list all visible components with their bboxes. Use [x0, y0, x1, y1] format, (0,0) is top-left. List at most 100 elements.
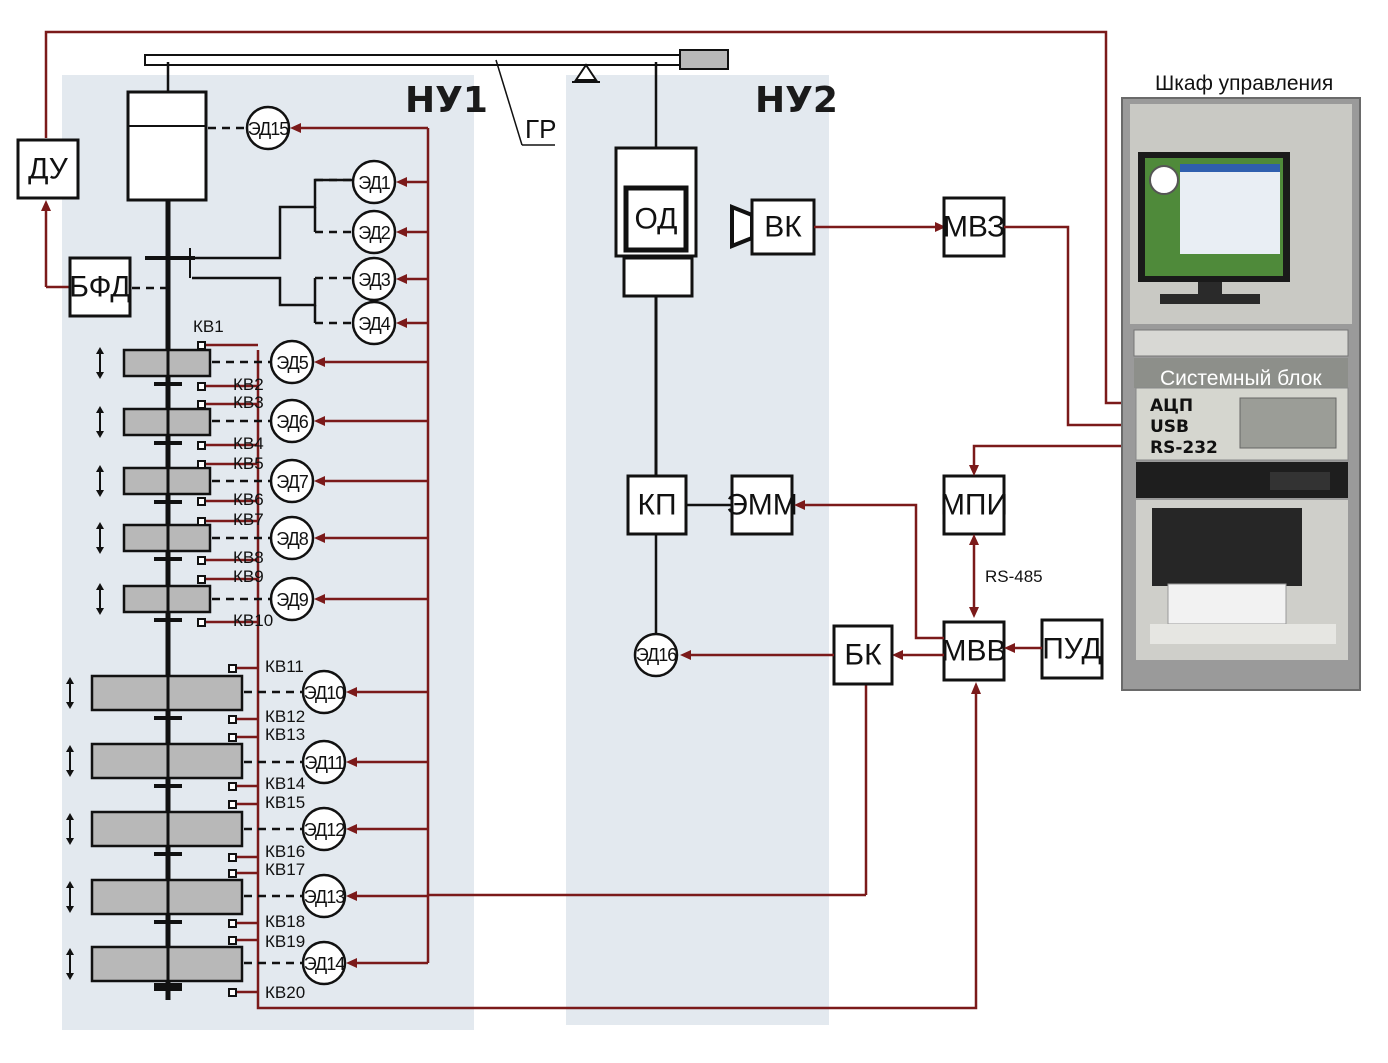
kv13-label: КВ13: [265, 725, 305, 744]
zone-nu1-label: НУ1: [405, 80, 488, 121]
wire-cabinet-to-mpi: [972, 444, 1136, 470]
ed14-label: ЭД14: [304, 954, 346, 974]
ed4-motor: [351, 300, 397, 346]
ed8-label: ЭД8: [276, 529, 309, 549]
ed10-motor: [301, 669, 347, 715]
wire-du-to-cabinet: [44, 30, 1133, 405]
ed16-label: ЭД16: [636, 645, 678, 665]
kv13-switch: [228, 733, 237, 742]
mpi-block: [942, 474, 1006, 536]
ed9-label: ЭД9: [276, 590, 309, 610]
ed6-motor: [269, 398, 315, 444]
kv3-switch: [197, 400, 206, 409]
kv14-switch: [228, 782, 237, 791]
rs485-label: RS-485: [985, 567, 1043, 586]
ed2-label: ЭД2: [358, 223, 391, 243]
ed1-motor: [351, 159, 397, 205]
du-label: ДУ: [28, 153, 69, 186]
main-rod: [144, 49, 729, 146]
ed1-label: ЭД1: [358, 173, 391, 193]
port-usb: USB: [1150, 417, 1189, 437]
kv14-label: КВ14: [265, 774, 305, 793]
ed13-motor: [301, 873, 347, 919]
ed7-label: ЭД7: [276, 472, 309, 492]
kv15-label: КВ15: [265, 793, 305, 812]
ed3-motor: [351, 256, 397, 302]
kv3-label: КВ3: [233, 393, 264, 412]
zone-nu2-label: НУ2: [755, 80, 838, 121]
ed5-motor: [269, 339, 315, 385]
kv16-switch: [228, 853, 237, 862]
kv18-label: КВ18: [265, 912, 305, 931]
cabinet-title: Шкаф управления: [1155, 72, 1333, 95]
kv6-switch: [197, 497, 206, 506]
od-block: [623, 185, 689, 253]
kv19-switch: [228, 936, 237, 945]
bfd-label: БФД: [69, 271, 130, 304]
kv19-label: КВ19: [265, 932, 305, 951]
kv2-switch: [197, 382, 206, 391]
kp-label: КП: [637, 489, 676, 522]
wire-kv-to-mvv: [256, 350, 978, 1010]
ed11-motor: [301, 739, 347, 785]
kv12-label: КВ12: [265, 707, 305, 726]
mvv-block: [942, 620, 1006, 682]
ed15-motor: [245, 105, 291, 151]
kv18-switch: [228, 919, 237, 928]
wire-mvv-to-emm: [800, 503, 944, 640]
bk-label: БК: [844, 639, 882, 672]
od-label: ОД: [635, 203, 678, 236]
ed16-motor: [633, 632, 679, 678]
camera-lens-icon: [730, 204, 754, 249]
ed8-motor: [269, 515, 315, 561]
vk-block: [750, 198, 816, 256]
control-cabinet: Шкаф управления Системный блок АЦП USB R…: [1121, 72, 1361, 691]
ed13-label: ЭД13: [304, 887, 346, 907]
kv11-label: КВ11: [265, 657, 304, 676]
kv16-label: КВ16: [265, 842, 305, 861]
ed5-label: ЭД5: [276, 353, 309, 373]
mvz-block: [942, 196, 1006, 258]
kv12-switch: [228, 715, 237, 724]
kv9-label: КВ9: [233, 567, 264, 586]
du-block: [16, 138, 80, 200]
kv1-label: КВ1: [193, 317, 224, 336]
kv5-switch: [197, 460, 206, 469]
pud-label: ПУД: [1042, 633, 1102, 666]
mpi-label: МПИ: [940, 489, 1008, 522]
pud-block: [1040, 618, 1104, 680]
kv4-switch: [197, 441, 206, 450]
od-base: [622, 256, 694, 298]
wire-mvz-to-cabinet: [1004, 225, 1133, 427]
ed3-label: ЭД3: [358, 270, 391, 290]
port-rs232: RS-232: [1150, 438, 1218, 458]
nu1-cylinder: [126, 90, 208, 202]
ed12-motor: [301, 806, 347, 852]
pivot-support-icon: [574, 63, 598, 81]
kv7-switch: [197, 517, 206, 526]
kv4-label: КВ4: [233, 434, 264, 453]
ed6-label: ЭД6: [276, 412, 309, 432]
ed15-label: ЭД15: [248, 119, 290, 139]
mvv-label: МВВ: [941, 635, 1006, 668]
ed4-label: ЭД4: [358, 314, 391, 334]
gr-label: ГР: [525, 114, 556, 144]
kv20-switch: [228, 988, 237, 997]
system-unit-label: Системный блок: [1160, 367, 1322, 390]
ed9-motor: [269, 576, 315, 622]
kv17-switch: [228, 869, 237, 878]
kv5-label: КВ5: [233, 454, 264, 473]
kv11-switch: [228, 664, 237, 673]
kv10-switch: [197, 618, 206, 627]
kv1-switch: [197, 341, 206, 350]
ed7-motor: [269, 458, 315, 504]
kv2-label: КВ2: [233, 375, 264, 394]
ed11-label: ЭД11: [304, 753, 344, 773]
kv20-label: КВ20: [265, 983, 305, 1002]
kv7-label: КВ7: [233, 510, 264, 529]
emm-label: ЭММ: [726, 489, 798, 522]
vk-label: ВК: [764, 211, 802, 244]
kv10-label: КВ10: [233, 611, 273, 630]
kv17-label: КВ17: [265, 860, 305, 879]
